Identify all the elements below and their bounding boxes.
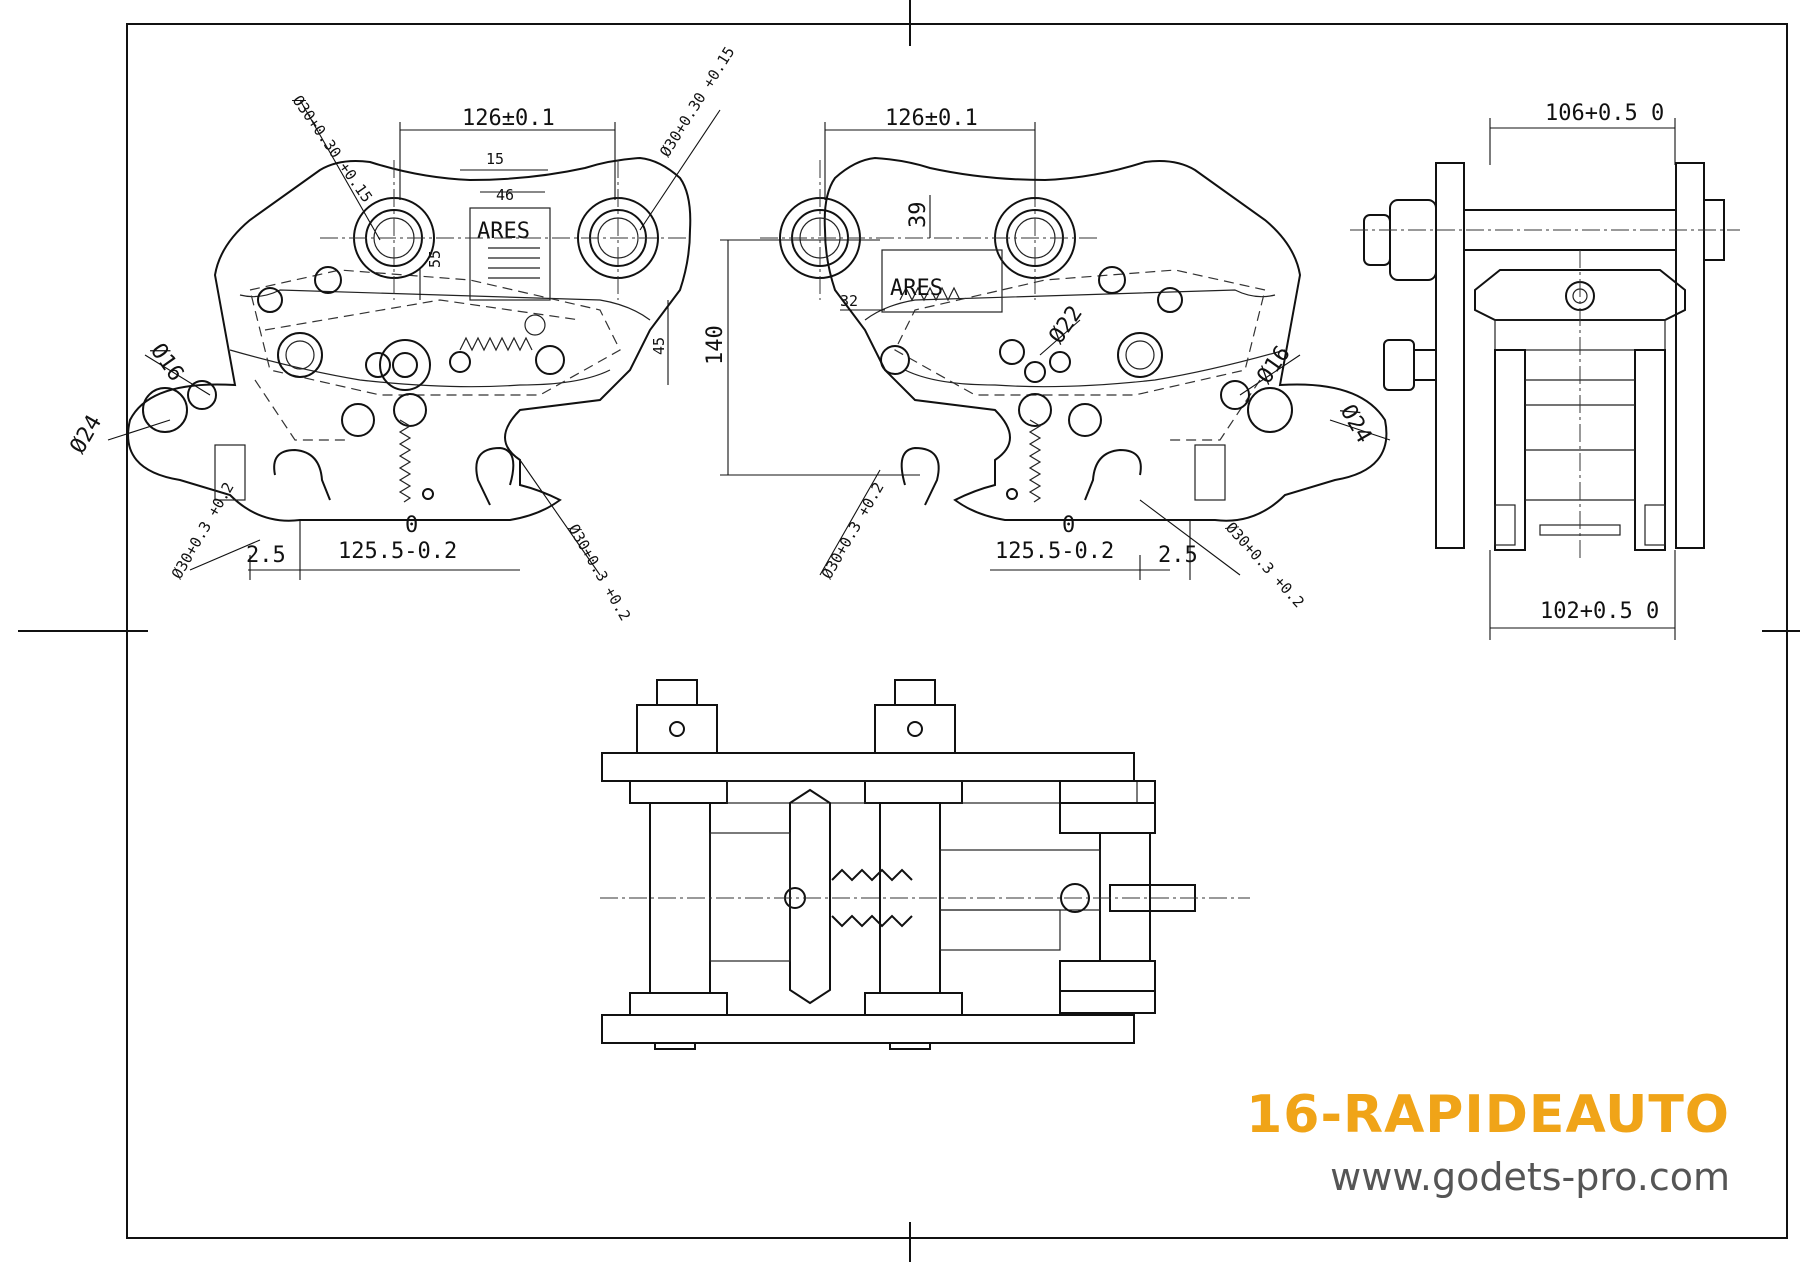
left-dim-55: 55	[426, 250, 444, 268]
left-side-view: ARES	[107, 99, 721, 580]
end-view-dimensions: 106+0.5 0 102+0.5 0	[1540, 101, 1664, 624]
left-hole-24: Ø24	[66, 411, 108, 458]
right-nameplate	[881, 249, 1003, 313]
right-view-dimensions: 126±0.1 39 140 32 Ø22 Ø16 Ø24 Ø30+0.3 +0…	[703, 106, 1376, 611]
left-hook-right-dia: Ø30+0.3 +0.2	[565, 521, 635, 624]
drawing-frame	[126, 23, 1788, 1239]
left-pin-left-dia: Ø30+0.30 +0.15	[289, 92, 376, 206]
top-view	[600, 679, 1250, 1050]
end-top-width: 106+0.5 0	[1545, 101, 1664, 126]
right-dim-2-5: 2.5	[1158, 543, 1198, 568]
left-pin-right-dia: Ø30+0.30 +0.15	[656, 43, 738, 160]
left-nameplate	[469, 207, 551, 301]
right-hook-right-dia: Ø30+0.3 +0.2	[1222, 519, 1308, 612]
left-dim-2-5: 2.5	[246, 543, 286, 568]
right-hole-22: Ø22	[1044, 302, 1087, 349]
right-pin-spacing: 126±0.1	[885, 106, 978, 131]
right-side-view: ARES	[720, 122, 1391, 580]
right-nameplate-logo: ARES	[890, 276, 943, 301]
left-dim-45: 45	[650, 337, 668, 355]
left-dim-zero: 0	[405, 513, 418, 538]
left-nameplate-logo: ARES	[477, 219, 530, 244]
left-hook-left-dia: Ø30+0.3 +0.2	[168, 479, 238, 582]
left-pin-spacing: 126±0.1	[462, 106, 555, 131]
right-hook-left-dia: Ø30+0.3 +0.2	[818, 479, 888, 582]
right-dim-140: 140	[703, 325, 728, 365]
brand-url[interactable]: www.godets-pro.com	[1330, 1155, 1730, 1199]
left-dim-46: 46	[496, 186, 514, 204]
left-hole-16: Ø16	[145, 339, 188, 386]
end-view	[1350, 118, 1740, 640]
right-dim-39: 39	[906, 202, 931, 229]
left-latch-hub	[379, 339, 431, 391]
right-dim-125-5: 125.5-0.2	[995, 539, 1114, 564]
right-dim-32: 32	[840, 292, 858, 310]
end-bottom-width: 102+0.5 0	[1540, 599, 1659, 624]
left-dim-15: 15	[486, 150, 504, 168]
right-dim-zero: 0	[1062, 513, 1075, 538]
left-dim-125-5: 125.5-0.2	[338, 539, 457, 564]
brand-name: 16-RAPIDEAUTO	[1246, 1085, 1730, 1145]
